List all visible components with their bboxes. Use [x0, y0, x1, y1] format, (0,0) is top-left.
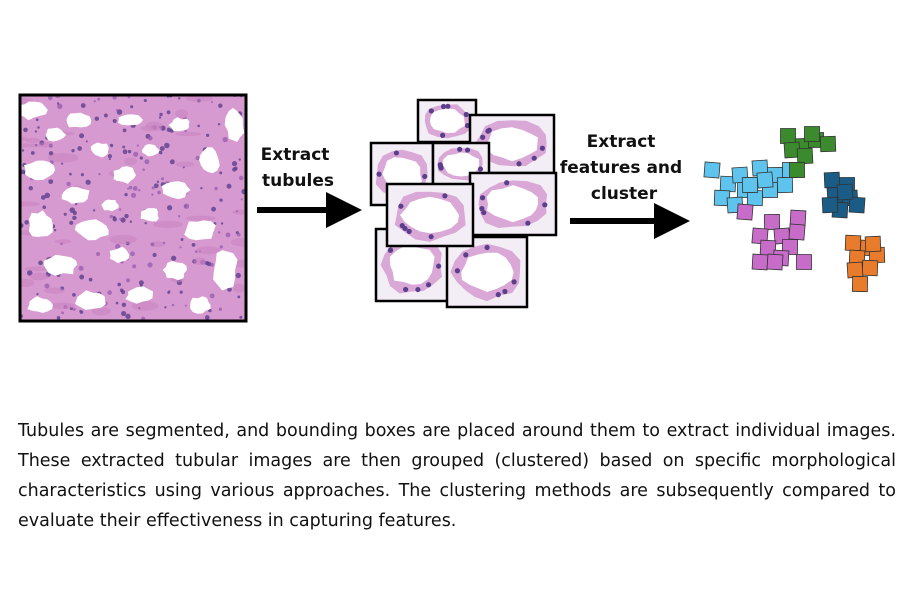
- pipeline-diagram: Extract tubules Extract features and clu…: [18, 93, 886, 323]
- extract-features-label: Extract features and cluster: [560, 132, 688, 204]
- extracted-tubule-crops: [369, 98, 558, 309]
- cluster-magenta: [736, 203, 812, 271]
- cluster-orange: [844, 234, 886, 293]
- tubule-crop-1: [416, 98, 478, 144]
- histology-tissue-image: [18, 93, 248, 323]
- cluster-teal: [821, 171, 866, 219]
- tubule-crop-5: [468, 171, 558, 237]
- figure-caption: Tubules are segmented, and bounding boxe…: [18, 421, 896, 531]
- cluster-scatter: [703, 126, 886, 293]
- extract-tubules-label: Extract tubules: [261, 145, 336, 191]
- cluster-green: [780, 126, 837, 178]
- tubule-crop-8: [385, 182, 475, 248]
- tubule-crop-7: [445, 235, 529, 309]
- tubule-crop-6: [374, 227, 450, 303]
- tubule-crop-2: [468, 113, 556, 175]
